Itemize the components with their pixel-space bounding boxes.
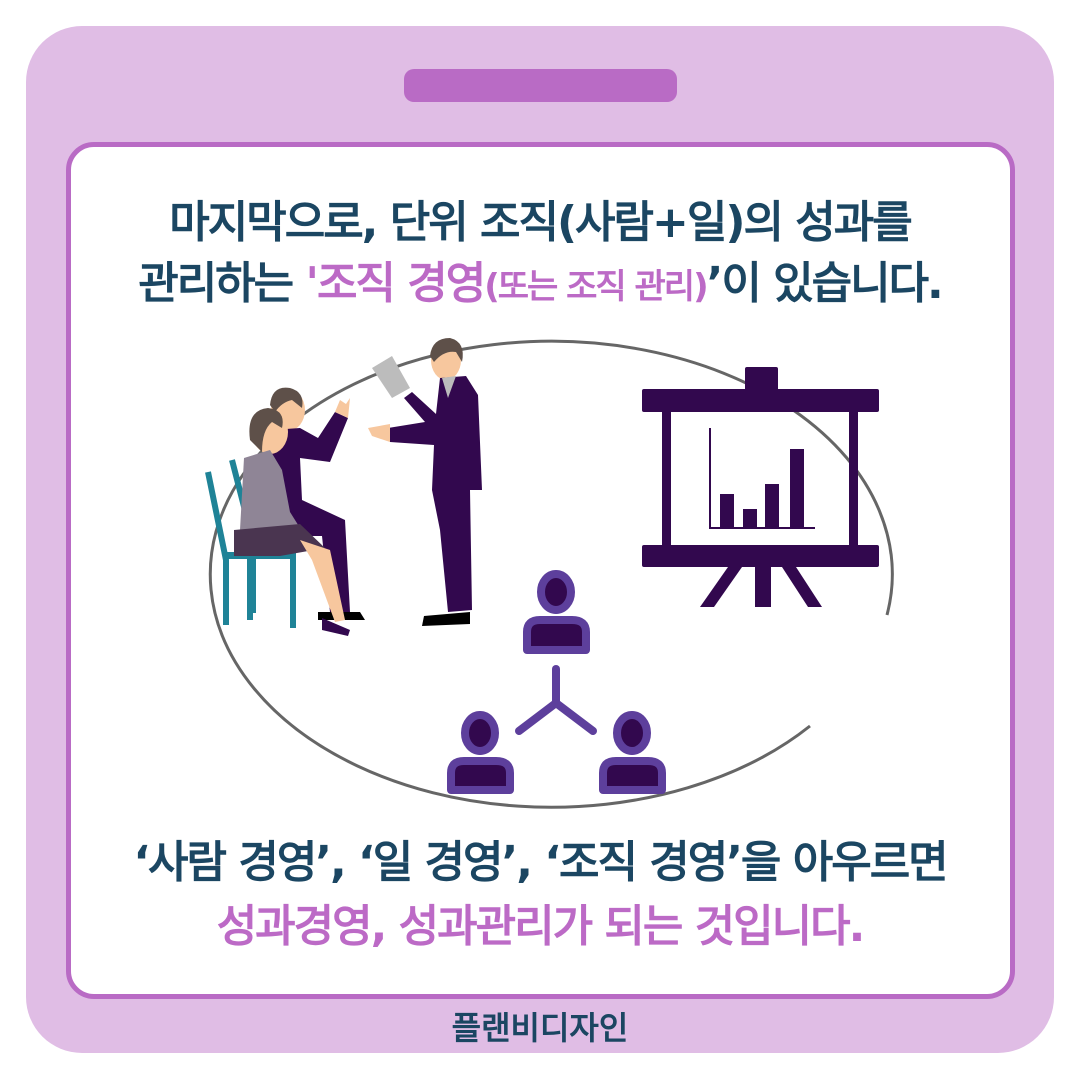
card-slot-bar bbox=[404, 69, 677, 102]
headline-top-line1-text: 마지막으로, 단위 조직(사람+일)의 성과를 bbox=[169, 197, 912, 248]
connector-lines bbox=[515, 665, 597, 735]
headline-bottom-line2-text: 성과경영, 성과관리가 되는 것입니다. bbox=[216, 901, 866, 952]
headline-top-line2-suffix: 이 있습니다. bbox=[721, 258, 943, 309]
headline-bottom-line2: 성과경영, 성과관리가 되는 것입니다. bbox=[0, 897, 1080, 957]
headline-top-line2: 관리하는 '조직 경영(또는 조직 관리)’이 있습니다. bbox=[0, 254, 1080, 317]
person-icon-bottom-right bbox=[599, 711, 666, 794]
brand-name: 플랜비디자인 bbox=[451, 1009, 629, 1047]
highlight-org-management-alt: (또는 조직 관리) bbox=[484, 267, 708, 307]
headline-top-line2-prefix: 관리하는 bbox=[138, 258, 306, 309]
highlight-org-management: '조직 경영 bbox=[305, 258, 486, 309]
people-meeting-icon bbox=[205, 338, 482, 636]
headline-top-line1: 마지막으로, 단위 조직(사람+일)의 성과를 bbox=[0, 193, 1080, 253]
person-icon-bottom-left bbox=[447, 711, 514, 794]
org-chart-icon bbox=[447, 570, 666, 794]
headline-bottom-line1-text: ‘사람 경영’, ‘일 경영’, ‘조직 경영’을 아우르면 bbox=[133, 837, 948, 888]
presentation-board-icon bbox=[642, 367, 879, 607]
board-bar-chart bbox=[709, 428, 815, 529]
headline-bottom-line1: ‘사람 경영’, ‘일 경영’, ‘조직 경영’을 아우르면 bbox=[0, 833, 1080, 893]
person-icon-top bbox=[523, 570, 590, 654]
closing-quote: ’ bbox=[706, 258, 724, 309]
